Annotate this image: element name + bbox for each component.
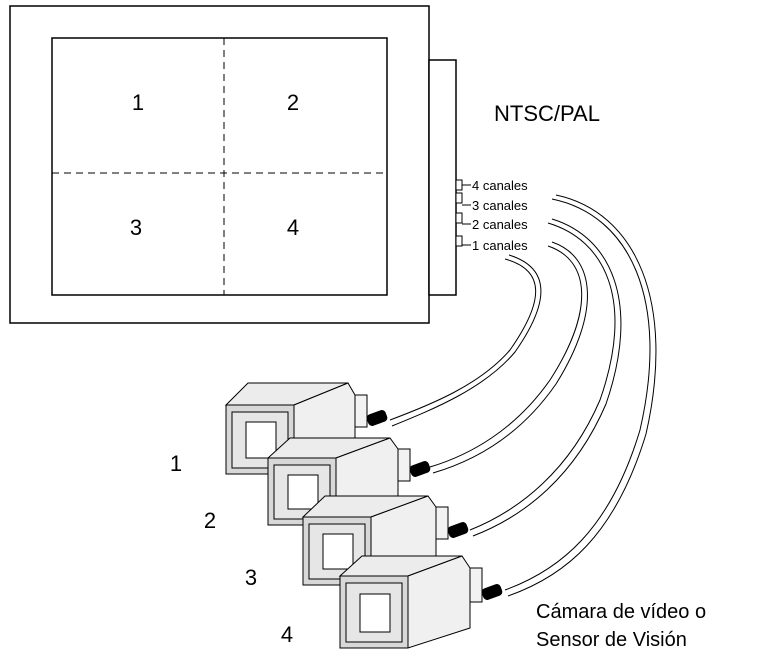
channel-label-4: 4 canales bbox=[472, 178, 528, 193]
camera-caption-line-1: Cámara de vídeo o bbox=[536, 601, 706, 623]
camera-caption-line-2: Sensor de Visión bbox=[536, 629, 687, 651]
camera-2-cable-sleeve bbox=[409, 461, 431, 477]
quadrant-label-4: 4 bbox=[287, 215, 299, 240]
connector-1 bbox=[455, 235, 463, 247]
quadrant-label-2: 2 bbox=[287, 90, 299, 115]
cable-1 bbox=[389, 254, 542, 427]
cable-4 bbox=[504, 194, 657, 597]
connector-4 bbox=[455, 179, 463, 191]
input-connectors bbox=[455, 179, 471, 247]
camera-number-1: 1 bbox=[170, 451, 182, 476]
monitor-back-panel bbox=[428, 59, 457, 296]
cable-3 bbox=[469, 218, 622, 537]
signal-label: NTSC/PAL bbox=[494, 101, 600, 126]
camera-number-4: 4 bbox=[281, 622, 293, 647]
cables bbox=[389, 194, 657, 597]
channel-label-2: 2 canales bbox=[472, 217, 528, 232]
connector-2 bbox=[455, 212, 463, 224]
channel-label-1: 1 canales bbox=[472, 238, 528, 253]
monitor: 1 2 3 4 bbox=[9, 5, 457, 324]
channel-label-3: 3 canales bbox=[472, 198, 528, 213]
camera-1-cable-sleeve bbox=[366, 410, 388, 426]
camera-4 bbox=[338, 555, 503, 649]
connector-3 bbox=[455, 192, 463, 204]
quadrant-label-1: 1 bbox=[132, 90, 144, 115]
camera-3-cable-sleeve bbox=[447, 522, 469, 538]
cable-2 bbox=[429, 241, 588, 474]
quadrant-label-3: 3 bbox=[130, 215, 142, 240]
camera-number-2: 2 bbox=[204, 508, 216, 533]
monitor-screen bbox=[51, 37, 388, 296]
camera-4-cable-sleeve bbox=[481, 584, 503, 600]
camera-number-3: 3 bbox=[245, 565, 257, 590]
